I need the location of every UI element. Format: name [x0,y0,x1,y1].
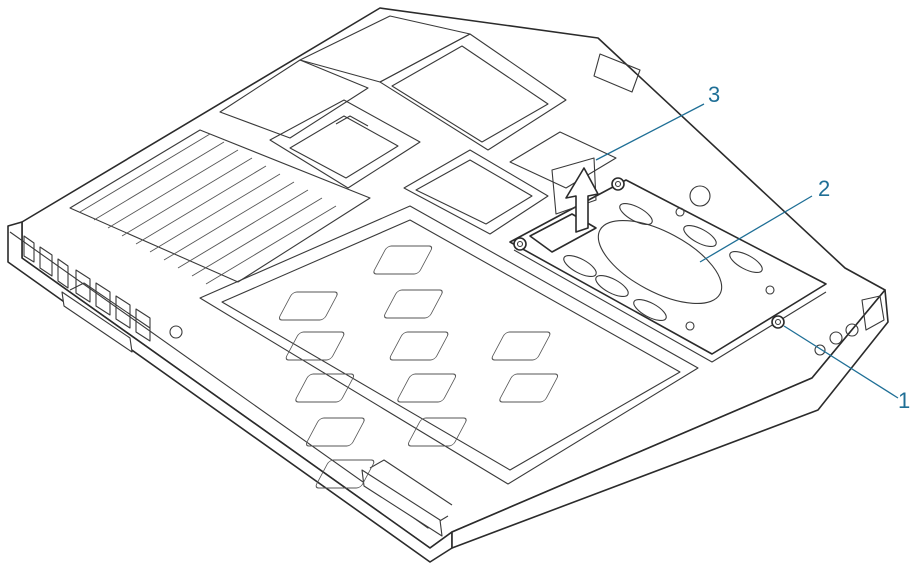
callout-1: 1 [783,325,910,413]
vent-area [69,129,371,285]
callout-3: 3 [595,82,720,161]
right-port-1 [829,331,843,345]
right-port-2 [845,323,859,337]
hinge-blocks [61,282,453,537]
memory-compartment [199,205,699,489]
callout-label-2: 2 [818,176,830,201]
bracket-center-oval [597,219,723,305]
screw-1 [771,315,785,329]
upper-compartments [219,15,711,235]
callout-label-1: 1 [898,388,910,413]
callout-label-3: 3 [708,82,720,107]
base-front-lip [9,231,449,529]
right-corner-foot [861,295,885,331]
screw-2 [513,237,527,251]
laptop-base [7,7,889,563]
right-port-3 [814,344,826,356]
base-right-edge [451,289,889,549]
lift-arrow [565,167,599,233]
screw-3 [611,177,625,191]
callout-2: 2 [699,176,830,263]
lift-arrow-shape [565,167,599,233]
front-ports [23,235,183,342]
